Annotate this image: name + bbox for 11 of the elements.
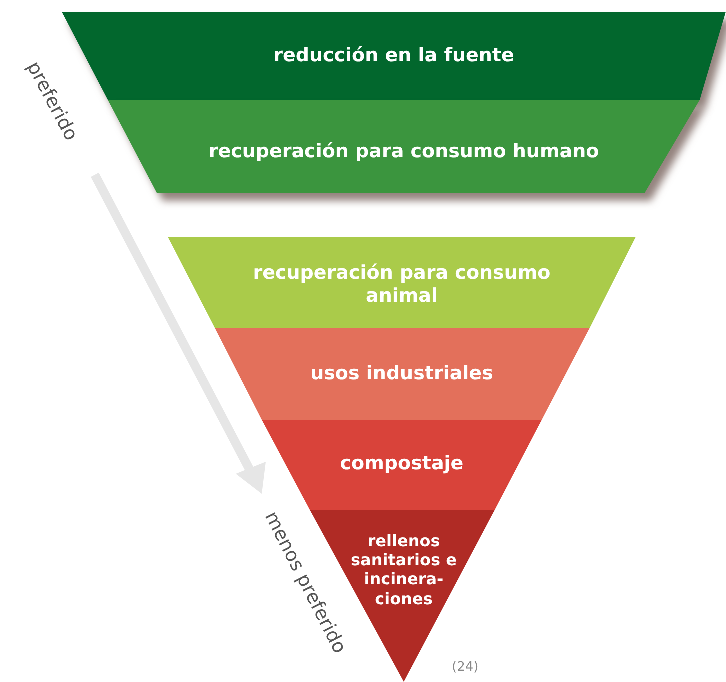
pyramid-band: [168, 237, 636, 328]
band-label: rellenos sanitarios e incinera-ciones: [350, 532, 458, 608]
band-label: usos industriales: [310, 362, 494, 386]
band-label: recuperación para consumo humano: [208, 140, 600, 164]
footnote-number: (24): [452, 660, 479, 675]
band-label: recuperación para consumo animal: [252, 262, 552, 308]
band-label: reducción en la fuente: [272, 44, 516, 68]
band-label: compostaje: [339, 452, 465, 476]
pyramid-band: [108, 100, 700, 193]
pyramid-band: [262, 420, 542, 510]
pyramid-band: [215, 328, 590, 420]
